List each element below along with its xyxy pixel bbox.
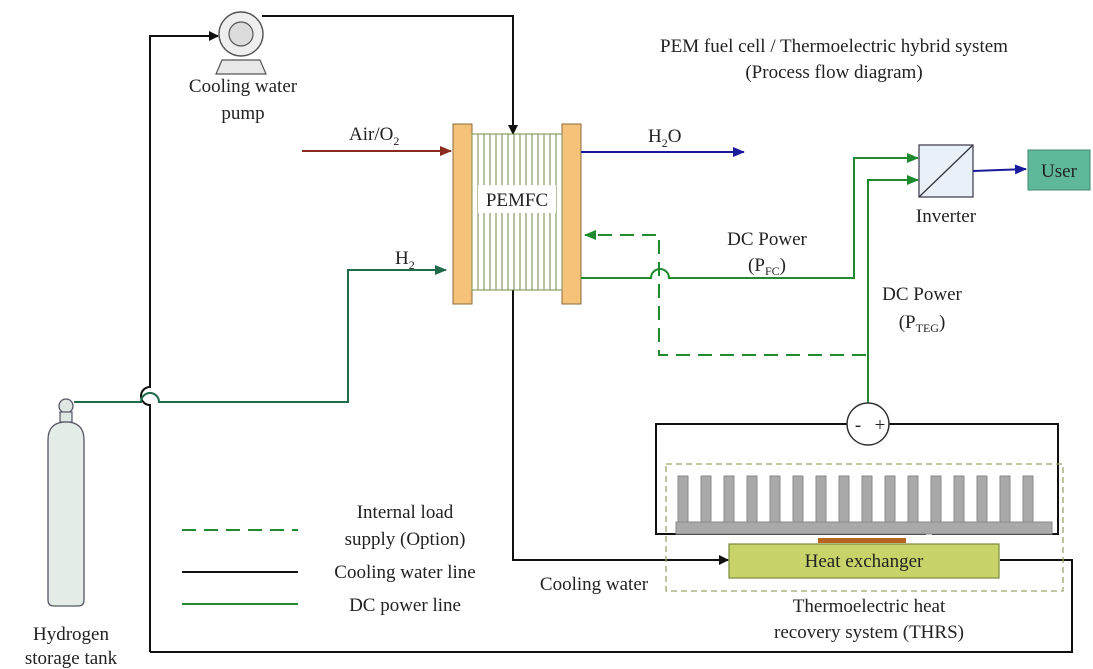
user-label: User (1041, 161, 1078, 182)
user-box (1027, 149, 1091, 191)
title-line-2: (Process flow diagram) (745, 62, 922, 83)
dc-teg-label-line-1: DC Power (882, 284, 962, 305)
inverter-label: Inverter (916, 206, 977, 227)
tank-label-line-2: storage tank (25, 648, 118, 669)
legend-dashed-label-line-2: supply (Option) (345, 529, 466, 550)
teg-plus-label: + (875, 415, 886, 436)
legend (182, 529, 298, 605)
dc-power-line-teg (867, 175, 919, 405)
dc-teg-label-line-2: (PTEG) (899, 312, 946, 335)
teg-load-symbol (846, 402, 890, 446)
h2o-label: H2O (648, 126, 681, 150)
h2-line (74, 265, 447, 403)
cooling-water-line (140, 15, 1073, 653)
title-line-1: PEM fuel cell / Thermoelectric hybrid sy… (660, 36, 1008, 57)
cooling-water-pump (215, 11, 267, 75)
user-supply-line (972, 164, 1027, 175)
legend-cooling-label: Cooling water line (334, 562, 475, 583)
dc-power-line-fc (581, 153, 919, 279)
inverter (918, 144, 974, 198)
heat-exchanger (728, 543, 1000, 579)
pump-label-line-1: Cooling water (189, 76, 298, 97)
air-label: Air/O2 (349, 124, 399, 148)
thrs-label-line-1: Thermoelectric heat (793, 596, 946, 617)
dc-fc-label-line-1: DC Power (727, 229, 807, 250)
hydrogen-storage-tank (47, 398, 85, 607)
teg-module (818, 538, 906, 543)
pemfc-label: PEMFC (486, 190, 548, 211)
pemfc-stack (452, 123, 582, 305)
pump-label-line-2: pump (221, 103, 264, 124)
heat-sink (675, 475, 1053, 535)
teg-minus-label: - (855, 415, 861, 436)
cooling-water-label: Cooling water (540, 574, 649, 595)
legend-dc-label: DC power line (349, 595, 461, 616)
thrs-label-line-2: recovery system (THRS) (774, 622, 964, 643)
dc-fc-label-line-2: (PFC) (748, 255, 786, 278)
h2-label: H2 (395, 248, 415, 272)
tank-label-line-1: Hydrogen (33, 624, 109, 645)
thrs-boundary (665, 463, 1064, 592)
internal-load-line (584, 230, 866, 356)
legend-dashed-label-line-1: Internal load (357, 502, 454, 523)
heat-exchanger-label: Heat exchanger (805, 551, 924, 572)
